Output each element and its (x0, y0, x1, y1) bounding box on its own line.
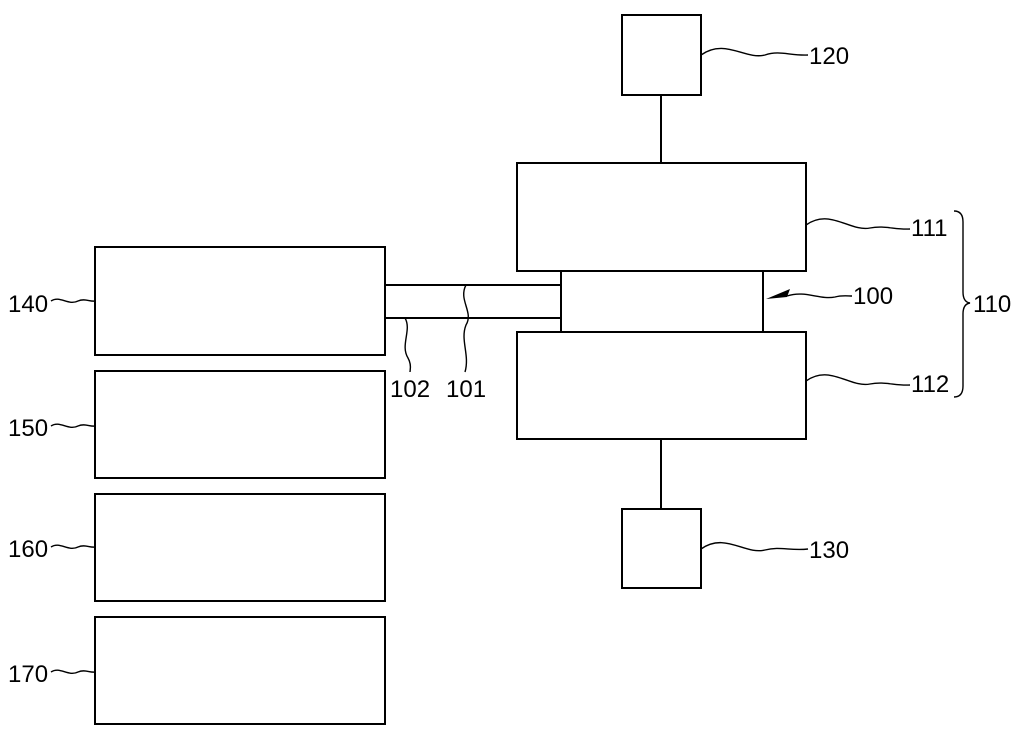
box-120 (621, 14, 702, 96)
leader-140 (50, 298, 96, 303)
box-100 (560, 270, 764, 333)
box-170 (94, 616, 386, 725)
box-130 (621, 508, 702, 589)
leader-112 (805, 374, 911, 386)
label-130: 130 (809, 537, 849, 564)
leader-102 (404, 317, 412, 373)
leader-170 (50, 669, 96, 674)
leader-101 (463, 284, 469, 373)
box-111 (516, 162, 807, 272)
label-170: 170 (8, 661, 48, 688)
leader-130 (700, 542, 809, 552)
box-112 (516, 331, 807, 440)
label-101: 101 (446, 376, 486, 403)
leader-100 (786, 293, 853, 299)
leader-160 (50, 544, 96, 549)
label-102: 102 (390, 376, 430, 403)
box-160 (94, 493, 386, 602)
leader-111 (805, 218, 911, 230)
brace-110 (953, 210, 971, 398)
leader-150 (50, 423, 96, 428)
leader-120 (700, 47, 809, 57)
label-120: 120 (809, 43, 849, 70)
label-111: 111 (911, 215, 947, 242)
label-150: 150 (8, 415, 48, 442)
box-140 (94, 246, 386, 356)
label-112: 112 (911, 371, 949, 398)
label-160: 160 (8, 536, 48, 563)
arrow-100 (766, 289, 790, 299)
label-140: 140 (8, 291, 48, 318)
label-110: 110 (973, 291, 1011, 318)
label-100: 100 (853, 283, 893, 310)
box-150 (94, 370, 386, 479)
